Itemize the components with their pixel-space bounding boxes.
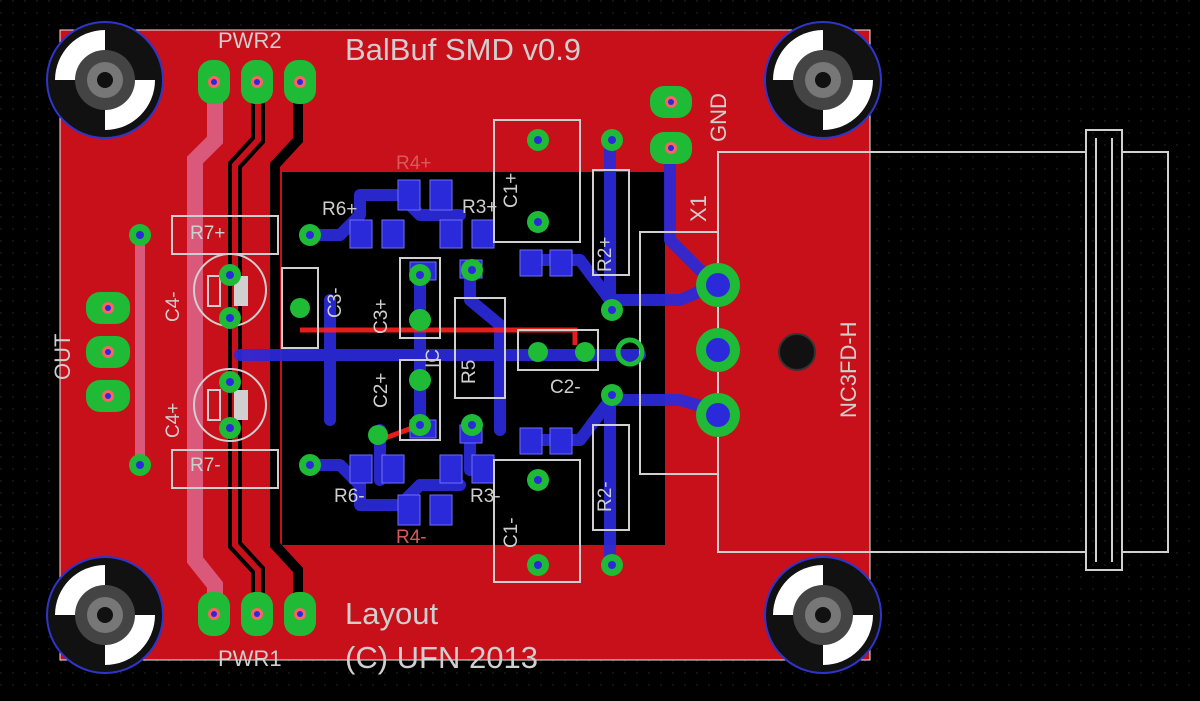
nc3fd-label: NC3FD-H <box>836 321 861 418</box>
c2-left-label: C2+ <box>371 372 392 408</box>
out-label: OUT <box>50 333 75 380</box>
r2-bot-label: R2- <box>595 481 616 512</box>
mounting-hole-tr <box>764 21 882 139</box>
c3-right-label: C3+ <box>371 298 392 334</box>
mounting-hole-br <box>764 556 882 674</box>
mounting-hole-tl <box>46 21 164 139</box>
r6-top-label: R6+ <box>322 199 358 220</box>
r7-top-label: R7+ <box>190 223 226 244</box>
x1-label: X1 <box>686 195 711 222</box>
bottom-traces <box>234 134 721 566</box>
gnd-label: GND <box>706 93 731 142</box>
th-pads <box>86 60 816 636</box>
c4-bot-label: C4+ <box>163 402 184 438</box>
board-title: BalBuf SMD v0.9 <box>345 32 582 67</box>
r2-top-label: R2+ <box>595 236 616 272</box>
c2-right-label: C2- <box>550 377 581 398</box>
footer-layout: Layout <box>345 596 439 631</box>
r7-bot-label: R7- <box>190 455 221 476</box>
r3-bot-label: R3- <box>470 486 501 507</box>
c4-top-label: C4- <box>163 291 184 322</box>
ic-label: IC <box>423 349 444 368</box>
pwr2-label: PWR2 <box>218 28 282 53</box>
c3-left-label: C3- <box>325 287 346 318</box>
r3-top-label: R3+ <box>462 197 498 218</box>
r6-bot-label: R6- <box>334 486 365 507</box>
mounting-hole-bl <box>46 556 164 674</box>
r4-bot-label: R4- <box>396 527 427 548</box>
c1-top-label: C1+ <box>501 172 522 208</box>
footer-copyright: (C) UFN 2013 <box>345 640 538 675</box>
pwr1-label: PWR1 <box>218 646 282 671</box>
r5-label: R5 <box>459 359 480 384</box>
r4-top-label: R4+ <box>396 153 432 174</box>
c4-markings <box>207 275 248 421</box>
c1-bot-label: C1- <box>501 517 522 548</box>
